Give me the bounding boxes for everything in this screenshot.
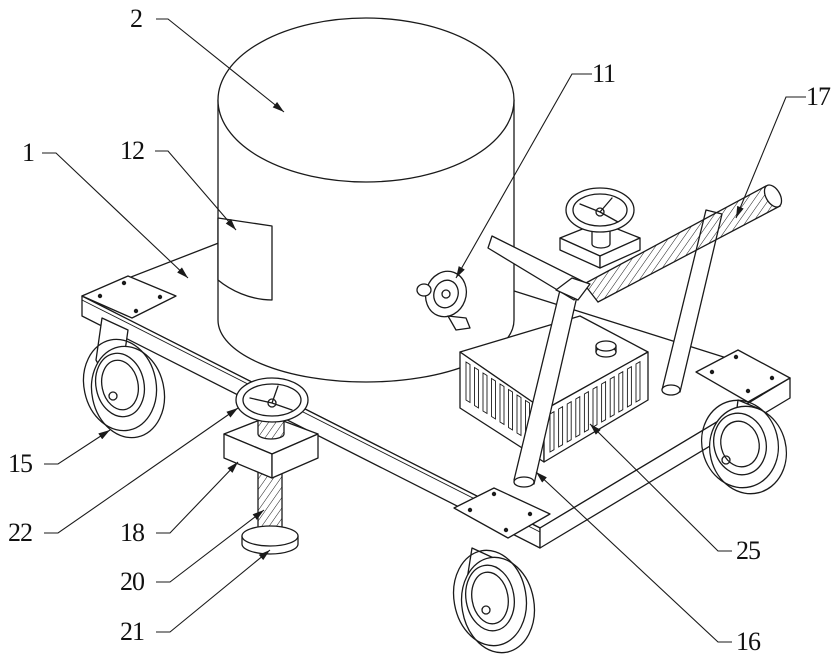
callout-20: 20: [120, 567, 145, 596]
leader-lines: [42, 18, 806, 643]
vent-slot: [566, 400, 572, 443]
handle-assembly: [487, 184, 783, 488]
callout-12: 12: [120, 136, 145, 165]
callout-18: 18: [120, 518, 145, 547]
rear-adjuster: [559, 187, 641, 269]
corner-plate-left: [81, 275, 177, 319]
vent-slot: [482, 372, 488, 415]
callout-11: 11: [592, 59, 616, 88]
leader-12: [155, 150, 237, 231]
callout-15: 15: [8, 449, 33, 478]
callout-25: 25: [736, 536, 761, 565]
leader-1: [42, 152, 189, 279]
leader-17: [735, 96, 806, 219]
callout-16: 16: [736, 627, 761, 656]
vent-slot: [626, 365, 632, 408]
vent-slot: [635, 360, 641, 403]
vent-slot: [558, 405, 564, 448]
vent-slot: [516, 394, 522, 437]
leader-18: [156, 461, 239, 534]
leader-22: [44, 407, 239, 534]
vent-slot: [601, 380, 607, 423]
handwheel: [235, 377, 309, 423]
caster-wheel-front: [452, 547, 536, 654]
caster-wheel-left: [82, 317, 166, 439]
corner-plate-right: [695, 349, 791, 403]
leader-11: [455, 73, 592, 279]
screw-rod: [257, 469, 283, 535]
vent-slot: [575, 395, 581, 438]
vent-slot: [549, 410, 555, 453]
leader-25: [589, 423, 732, 552]
leader-2: [156, 18, 285, 113]
leader-20: [156, 509, 265, 583]
leader-21: [156, 549, 271, 633]
caster-wheel-right: [700, 399, 788, 495]
callout-1: 1: [22, 138, 35, 167]
vent-slot: [474, 366, 479, 409]
vent-slot: [508, 388, 513, 431]
corner-plate-front: [453, 487, 551, 539]
front-adjuster: [223, 377, 319, 555]
tank-valve: [416, 270, 471, 331]
leader-16: [535, 471, 732, 643]
callout-2: 2: [130, 4, 143, 33]
callout-17: 17: [806, 82, 831, 111]
vent-slot: [609, 375, 615, 418]
vent-slot: [491, 377, 496, 420]
vent-slot: [465, 361, 471, 404]
vent-slot: [618, 370, 624, 413]
callout-21: 21: [120, 617, 145, 646]
callout-22: 22: [8, 518, 33, 547]
tank-panel: [217, 217, 273, 301]
vent-slot: [583, 390, 589, 433]
vent-slot: [499, 383, 505, 426]
leader-15: [44, 429, 111, 465]
